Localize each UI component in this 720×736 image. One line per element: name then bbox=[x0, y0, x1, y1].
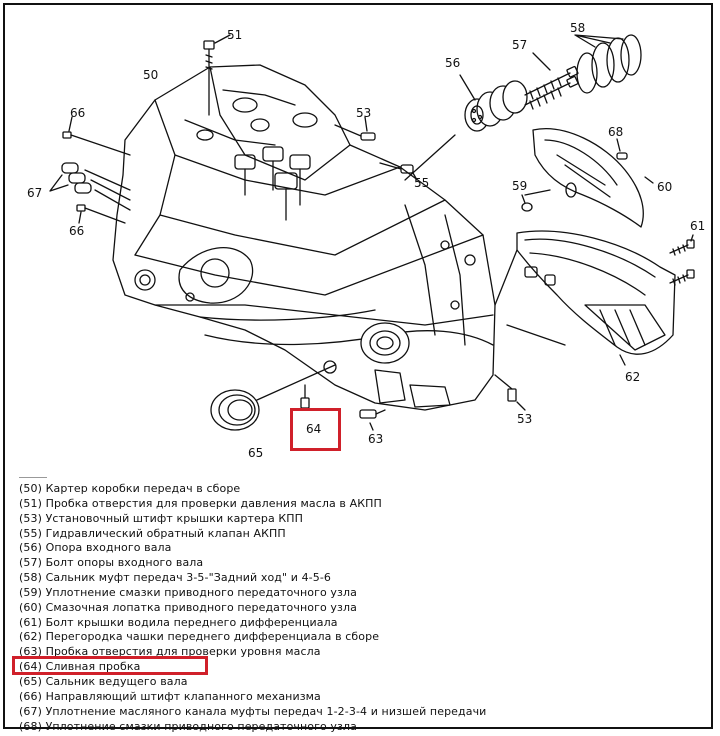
legend-item: (56) Опора входного вала bbox=[19, 541, 172, 555]
callout-53-top: 53 bbox=[356, 106, 371, 120]
exploded-view-diagram: 51 50 66 67 66 53 55 56 57 58 68 59 60 6… bbox=[5, 5, 711, 475]
callout-57: 57 bbox=[512, 38, 527, 52]
part-62-differential-baffle bbox=[494, 230, 676, 366]
legend-item: (53) Установочный штифт крышки картера К… bbox=[19, 511, 304, 525]
legend-item: (62) Перегородка чашки переднего диффере… bbox=[19, 630, 380, 644]
part-59-seal bbox=[521, 194, 533, 212]
legend-item: (50) Картер коробки передач в сборе bbox=[19, 482, 241, 495]
legend-list: (50) Картер коробки передач в сборе(51) … bbox=[19, 482, 579, 734]
legend-item: (58) Сальник муфт передач 3-5-"Задний хо… bbox=[19, 571, 332, 585]
callout-67: 67 bbox=[27, 186, 42, 200]
legend-item: (57) Болт опоры входного вала bbox=[19, 556, 204, 570]
callout-51: 51 bbox=[227, 28, 242, 42]
transmission-case bbox=[112, 64, 496, 411]
part-53-bottom-pin bbox=[494, 374, 526, 411]
parts-53-55 bbox=[334, 116, 418, 181]
callout-60: 60 bbox=[657, 180, 672, 194]
part-57-bolts bbox=[524, 52, 579, 110]
callout-64: 64 bbox=[306, 422, 321, 436]
part-64-drain-plug bbox=[300, 384, 310, 409]
callout-65: 65 bbox=[248, 446, 263, 460]
part-58-seals bbox=[574, 34, 642, 94]
part-60-lube-scoop bbox=[524, 128, 654, 228]
legend-item: (55) Гидравлический обратный клапан АКПП bbox=[19, 526, 286, 540]
callout-58: 58 bbox=[570, 21, 585, 35]
legend-item: (63) Пробка отверстия для проверки уровн… bbox=[19, 645, 321, 659]
callout-55: 55 bbox=[414, 176, 429, 190]
callout-61: 61 bbox=[690, 219, 705, 233]
part-63-plug bbox=[359, 409, 386, 431]
legend-item: (67) Уплотнение масляного канала муфты п… bbox=[19, 704, 487, 718]
callout-68: 68 bbox=[608, 125, 623, 139]
callout-62: 62 bbox=[625, 370, 640, 384]
callout-labels: 51 50 66 67 66 53 55 56 57 58 68 59 60 6… bbox=[27, 21, 705, 460]
legend-item: (65) Сальник ведущего вала bbox=[19, 674, 188, 688]
legend-item: (59) Уплотнение смазки приводного переда… bbox=[19, 585, 357, 599]
legend-divider bbox=[19, 477, 47, 480]
callout-66-top: 66 bbox=[70, 106, 85, 120]
legend-item: (60) Смазочная лопатка приводного переда… bbox=[19, 600, 357, 614]
callout-63: 63 bbox=[368, 432, 383, 446]
part-51-plug bbox=[203, 34, 231, 116]
part-61-bolts bbox=[669, 234, 695, 286]
part-56-input-shaft-support bbox=[404, 74, 528, 181]
legend-item: (51) Пробка отверстия для проверки давле… bbox=[19, 496, 382, 510]
page-frame: 51 50 66 67 66 53 55 56 57 58 68 59 60 6… bbox=[3, 3, 713, 733]
legend-item: (61) Болт крышки водила переднего диффер… bbox=[19, 615, 338, 629]
parts-legend: (50) Картер коробки передач в сборе(51) … bbox=[19, 477, 579, 734]
callout-66-bottom: 66 bbox=[69, 224, 84, 238]
callout-56: 56 bbox=[445, 56, 460, 70]
callout-50: 50 bbox=[143, 68, 158, 82]
callout-64-highlight bbox=[290, 408, 341, 451]
part-65-seal bbox=[210, 364, 336, 431]
legend-item: (64) Сливная пробка bbox=[19, 660, 141, 674]
legend-item: (66) Направляющий штифт клапанного механ… bbox=[19, 689, 321, 703]
legend-item: (68) Уплотнение смазки приводного переда… bbox=[19, 719, 357, 733]
callout-59: 59 bbox=[512, 179, 527, 193]
parts-66-67-left bbox=[49, 116, 131, 224]
legend-64-highlight bbox=[12, 656, 208, 675]
callout-53-bottom: 53 bbox=[517, 412, 532, 426]
